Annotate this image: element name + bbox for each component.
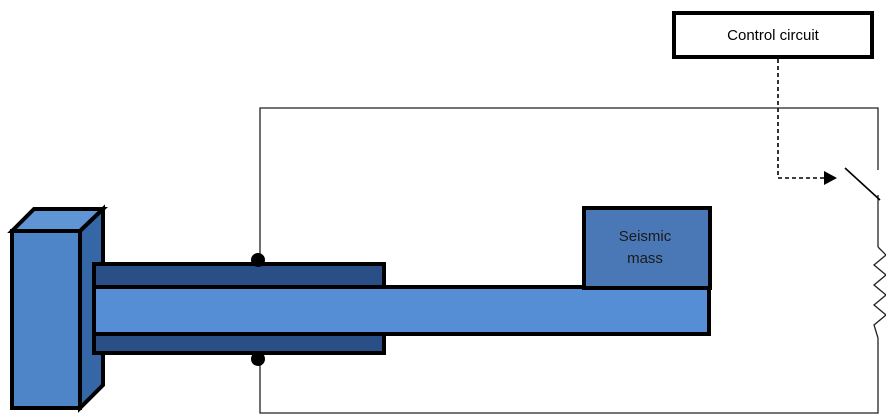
coil-zigzag-icon bbox=[872, 246, 886, 339]
wire-bottom bbox=[259, 338, 879, 414]
control-circuit-label: Control circuit bbox=[727, 27, 820, 44]
bottom-connection-node bbox=[251, 352, 265, 366]
control-circuit-block: Control circuit bbox=[672, 11, 874, 59]
control-signal-link bbox=[777, 59, 837, 185]
circuit-wiring bbox=[259, 107, 879, 414]
seismic-mass-label-line1: Seismic bbox=[619, 228, 672, 245]
control-arrowhead-icon bbox=[824, 171, 837, 185]
base-block-front bbox=[10, 229, 82, 410]
switch bbox=[844, 167, 881, 201]
coil-resistor bbox=[872, 246, 886, 339]
seismic-mass-block: Seismic mass bbox=[582, 206, 712, 290]
seismic-mass-label-line2: mass bbox=[627, 250, 663, 267]
connection-nodes bbox=[251, 253, 265, 366]
switch-contact-arm bbox=[844, 167, 881, 201]
control-circuit-box bbox=[672, 11, 874, 59]
top-connection-node bbox=[251, 253, 265, 267]
wire-top bbox=[259, 107, 879, 258]
beam-body bbox=[92, 285, 711, 336]
cantilever-beam bbox=[92, 285, 711, 336]
base-block bbox=[7, 204, 108, 413]
seismic-mass-box bbox=[582, 206, 712, 290]
control-dashed-line bbox=[777, 59, 824, 179]
